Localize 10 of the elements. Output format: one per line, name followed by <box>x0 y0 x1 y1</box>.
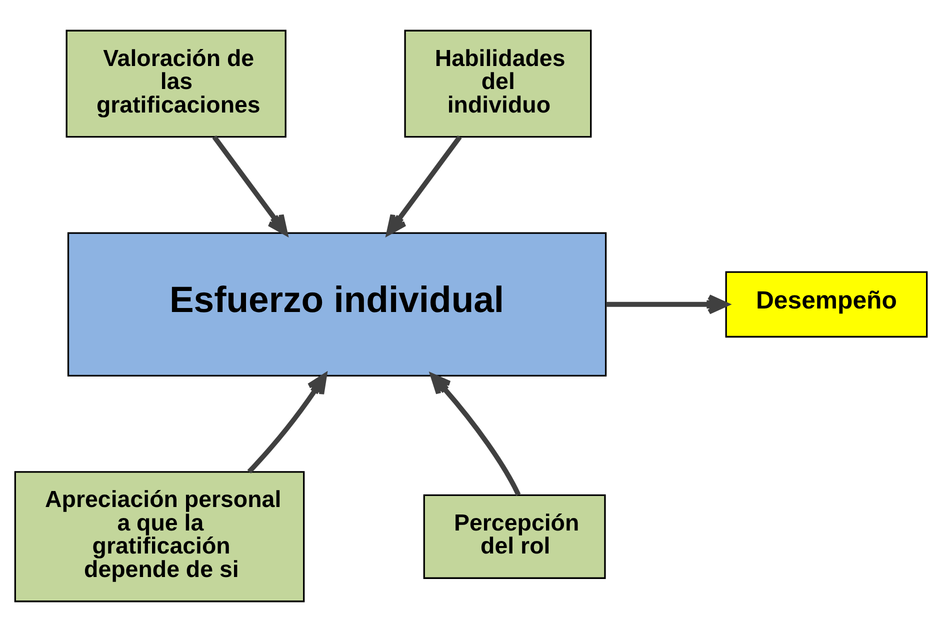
arrow <box>430 373 521 496</box>
arrow <box>212 135 288 236</box>
node-box: Apreciación personal a que la gratificación depende de si <box>14 471 305 602</box>
arrow <box>386 135 462 236</box>
node-box: Percepción del rol <box>423 494 606 579</box>
node-box: Desempeño <box>725 271 928 338</box>
arrow <box>247 373 327 474</box>
node-box: Habilidades del individuo <box>404 30 592 138</box>
node-box: Valoración de las gratificaciones <box>66 30 286 138</box>
node-box: Esfuerzo individual <box>67 232 607 377</box>
